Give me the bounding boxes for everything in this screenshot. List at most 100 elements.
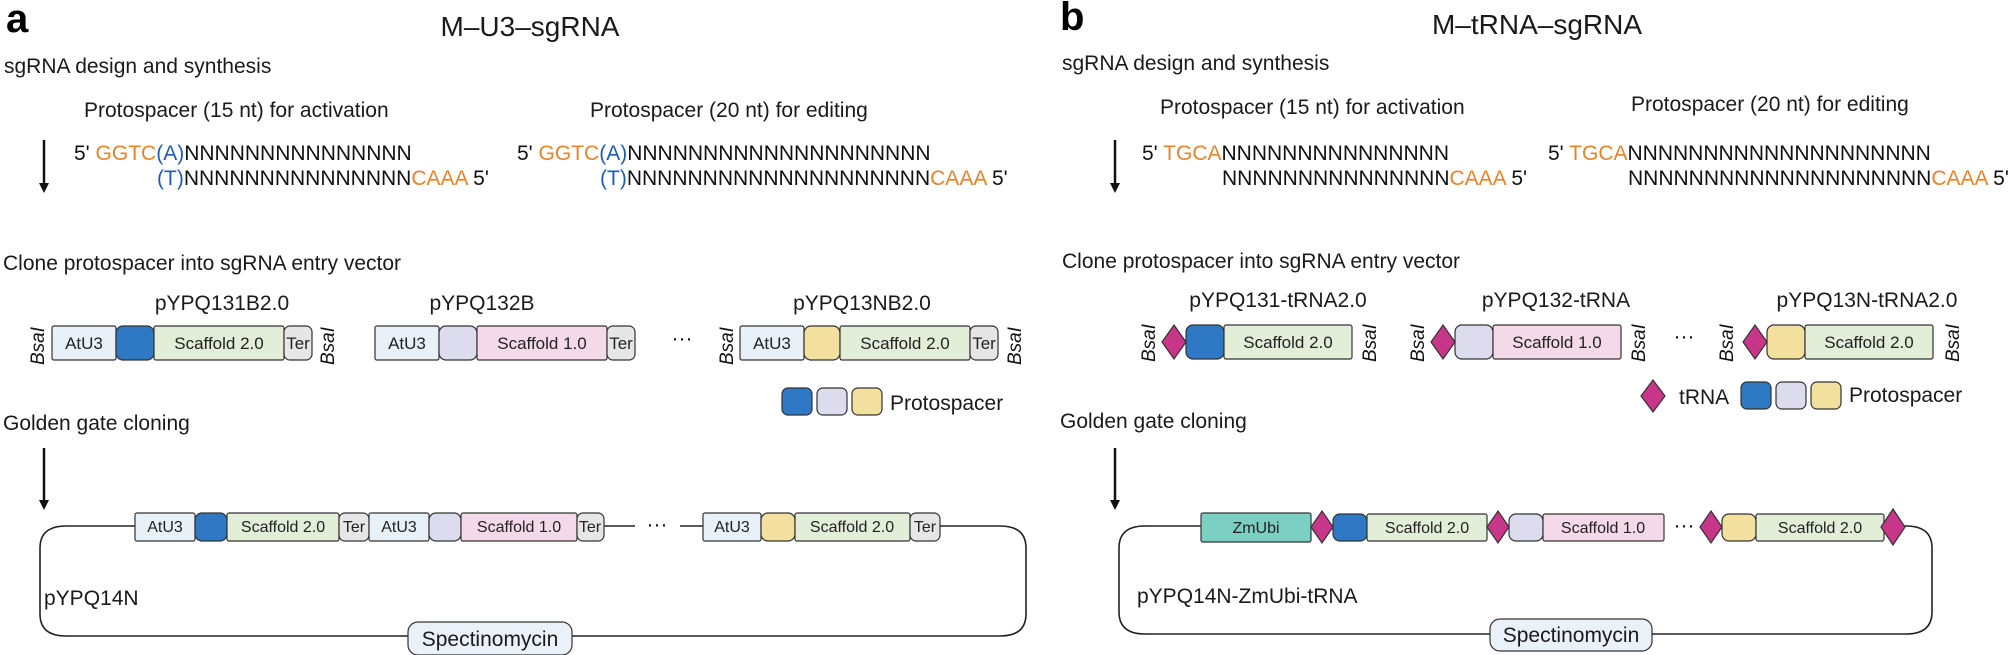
panel-b-activation-top-strand: 5' TGCANNNNNNNNNNNNNNN [1142,142,1449,165]
ter-label: Ter [914,519,937,536]
panel-a-editing-top-strand: 5' GGTC(A)NNNNNNNNNNNNNNNNNNNN [517,142,931,165]
terminator-block [606,325,636,361]
panel-b-plasmid-name: pYPQ14N-ZmUbi-tRNA [1137,585,1358,608]
sequence-label: NNNNNNNNNNNNNNN [184,142,411,165]
bsai-site-label: BsaI [1629,323,1650,362]
protospacer-block-yellow [803,325,841,361]
trna-diamond [1699,509,1723,545]
strand-end-label: 5' [986,167,1008,190]
overhang-label: GGTC [539,142,600,165]
bsai-site-label: BsaI [1408,323,1429,362]
protospacer-block-blue [1332,513,1368,542]
panel-b-vector-3-name: pYPQ13N-tRNA2.0 [1777,289,1958,312]
legend-trna-label: tRNA [1679,386,1729,409]
terminator-block [969,325,999,361]
panel-a-title: M–U3–sgRNA [441,11,620,42]
terminator-block [576,512,605,542]
paren-close: ) [177,167,184,190]
panel-a-vector-2-name: pYPQ132B [429,292,534,315]
panel-a-activation-top-strand: 5' GGTC(A)NNNNNNNNNNNNNNN [74,142,412,165]
protospacer-block-lavender [428,512,462,542]
bsai-site-label: BsaI [1943,323,1964,362]
ter-label: Ter [609,334,633,353]
trna-diamond [1880,507,1906,547]
protospacer-block-lavender [438,325,478,361]
trna-diamond [1430,323,1456,361]
protospacer-block-yellow [1721,513,1757,542]
protospacer-block-lavender [1508,513,1544,542]
scaffold-2-label: Scaffold 2.0 [810,519,894,536]
scaffold-1-block [1542,513,1665,542]
panel-a-plasmid-name: pYPQ14N [44,587,139,610]
legend-protospacer-blue [781,387,813,416]
trna-diamond [1742,323,1768,361]
overhang-label: CAAA [930,167,987,190]
overhang-label: CAAA [411,167,468,190]
panel-a-activation-bottom-strand: (T)NNNNNNNNNNNNNNNCAAA 5' [157,167,489,190]
strand-end-label: 5' [517,142,539,165]
trna-diamond [1310,509,1334,545]
panel-b-editing-top-strand: 5' TGCANNNNNNNNNNNNNNNNNNNN [1548,142,1931,165]
panel-b-activation-heading: Protospacer (15 nt) for activation [1160,96,1465,119]
panel-b-vector-2-name: pYPQ132-tRNA [1482,289,1630,312]
panel-b-editing-bottom-strand: NNNNNNNNNNNNNNNNNNNNCAAA 5' [1628,167,2008,190]
protospacer-block-lavender [1454,324,1494,360]
paren-close: ) [620,167,627,190]
spectinomycin-marker [1489,618,1653,652]
paren-open: ( [156,142,163,165]
atu3-label: AtU3 [388,334,426,353]
panel-a-editing-heading: Protospacer (20 nt) for editing [590,99,868,122]
overhang-label: TGCA [1163,142,1221,165]
atu3-label: AtU3 [753,334,791,353]
paren-open: ( [599,142,606,165]
panel-a-vector-3-name: pYPQ13NB2.0 [793,292,931,315]
scaffold-1-label: Scaffold 1.0 [497,334,586,353]
terminator-block [909,512,941,542]
atu3-label: AtU3 [147,519,183,536]
panel-b-activation-bottom-strand: NNNNNNNNNNNNNNNCAAA 5' [1222,167,1527,190]
atu3-label: AtU3 [714,519,750,536]
legend-trna-diamond [1640,379,1666,413]
bsai-site-label: BsaI [318,326,339,365]
panel-b-letter: b [1060,0,1084,39]
scaffold-1-block [1492,324,1622,360]
panel-b-vector-1-name: pYPQ131-tRNA2.0 [1189,289,1366,312]
strand-end-label: 5' [1506,167,1528,190]
ellipsis: ··· [1674,325,1695,348]
overhang-label: CAAA [1931,167,1988,190]
bsai-site-label: BsaI [1360,323,1381,362]
scaffold-2-label: Scaffold 2.0 [241,519,325,536]
overhang-label: GGTC [96,142,157,165]
terminator-block [283,325,313,361]
ter-label: Ter [286,334,310,353]
plasmid-backbone [39,525,1027,637]
spectinomycin-label: Spectinomycin [1503,624,1640,647]
panel-b-editing-heading: Protospacer (20 nt) for editing [1631,93,1909,116]
scaffold-1-label: Scaffold 1.0 [477,519,561,536]
legend-protospacer-yellow [1810,381,1842,410]
protospacer-block-yellow [760,512,796,542]
plasmid-backbone [1118,525,1933,635]
base-label: T [164,167,177,190]
overhang-label: TGCA [1569,142,1627,165]
legend-protospacer-lavender [1775,381,1807,410]
legend-protospacer-blue [1740,381,1772,410]
panel-b-step-golden-gate: Golden gate cloning [1060,410,1247,433]
panel-a-vector-1-name: pYPQ131B2.0 [155,292,289,315]
panel-b-title: M–tRNA–sgRNA [1432,9,1642,40]
strand-end-label: 5' [1142,142,1163,165]
strand-end-label: 5' [74,142,96,165]
protospacer-block-yellow [1766,324,1806,360]
ellipsis: ··· [1674,514,1695,537]
scaffold-2-label: Scaffold 2.0 [860,334,949,353]
paren-close: ) [177,142,184,165]
ter-label: Ter [343,519,366,536]
sequence-label: NNNNNNNNNNNNNNNNNNNN [627,167,930,190]
panel-b-step-clone: Clone protospacer into sgRNA entry vecto… [1062,250,1460,273]
sequence-label: NNNNNNNNNNNNNNN [1222,167,1449,190]
scaffold-2-block [1223,324,1353,360]
legend-protospacer-lavender [816,387,848,416]
strand-end-label: 5' [467,167,489,190]
ellipsis: ··· [672,327,693,350]
scaffold-2-label: Scaffold 2.0 [1385,520,1469,537]
